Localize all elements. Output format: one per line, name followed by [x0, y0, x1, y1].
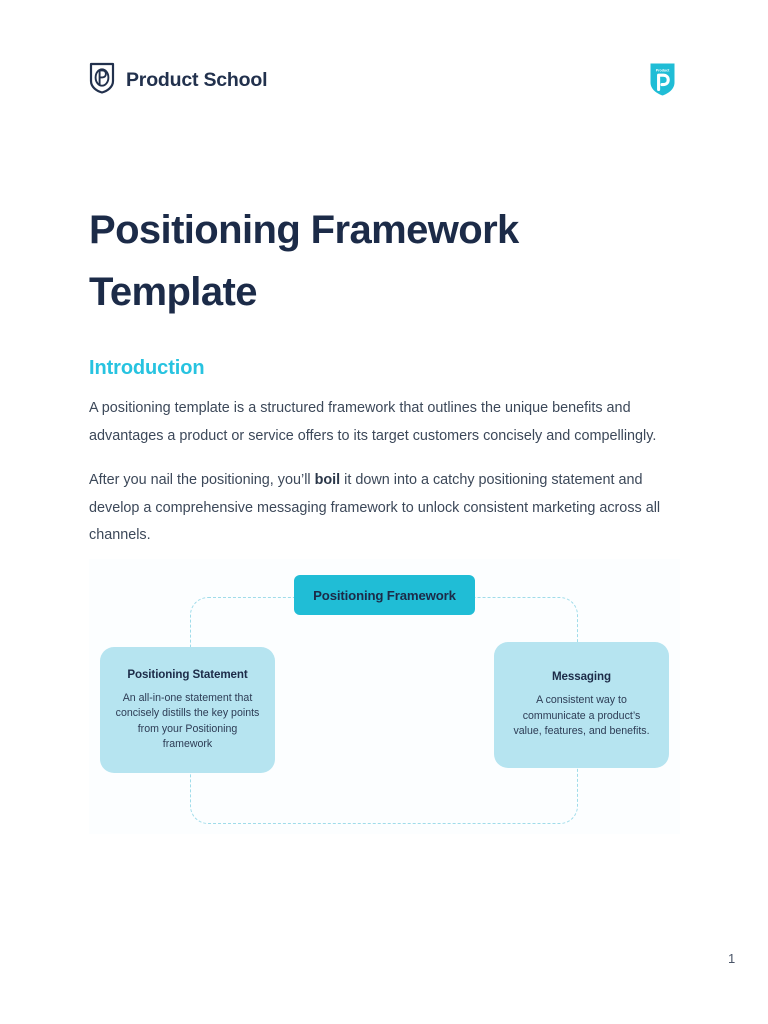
brand-name-text: Product School — [126, 68, 268, 91]
product-school-shield-logo-icon — [89, 62, 115, 99]
section-heading-introduction: Introduction — [89, 356, 205, 379]
diagram-node-positioning-statement-description: An all-in-one statement that concisely d… — [115, 691, 260, 751]
product-school-shield-badge-icon: Product — [649, 62, 676, 102]
diagram-node-messaging-title: Messaging — [551, 670, 612, 684]
positioning-framework-diagram: Positioning Framework Positioning Statem… — [89, 559, 680, 834]
paragraph-2-emphasis: boil — [314, 472, 341, 489]
page-header: Product School Product — [0, 0, 768, 120]
diagram-node-messaging: Messaging A consistent way to communicat… — [494, 642, 669, 768]
diagram-node-positioning-statement-title: Positioning Statement — [127, 667, 248, 681]
diagram-node-positioning-framework-label: Positioning Framework — [313, 587, 456, 603]
page-number: 1 — [728, 951, 736, 966]
paragraph-2-lead: After you nail the positioning, you’ll — [89, 472, 315, 489]
svg-text:Product: Product — [656, 69, 670, 73]
diagram-node-messaging-description: A consistent way to communicate a produc… — [513, 694, 650, 738]
diagram-node-positioning-framework: Positioning Framework — [294, 575, 475, 615]
intro-paragraph-1: A positioning template is a structured f… — [89, 400, 657, 444]
intro-paragraph-2: After you nail the positioning, you’ll b… — [89, 467, 675, 550]
page-title: Positioning Framework Template — [89, 207, 519, 314]
diagram-node-positioning-statement: Positioning Statement An all-in-one stat… — [100, 647, 275, 773]
brand-lockup: Product School — [89, 62, 267, 99]
paragraph-2-tail: it down into a catchy positioning statem… — [89, 472, 661, 544]
